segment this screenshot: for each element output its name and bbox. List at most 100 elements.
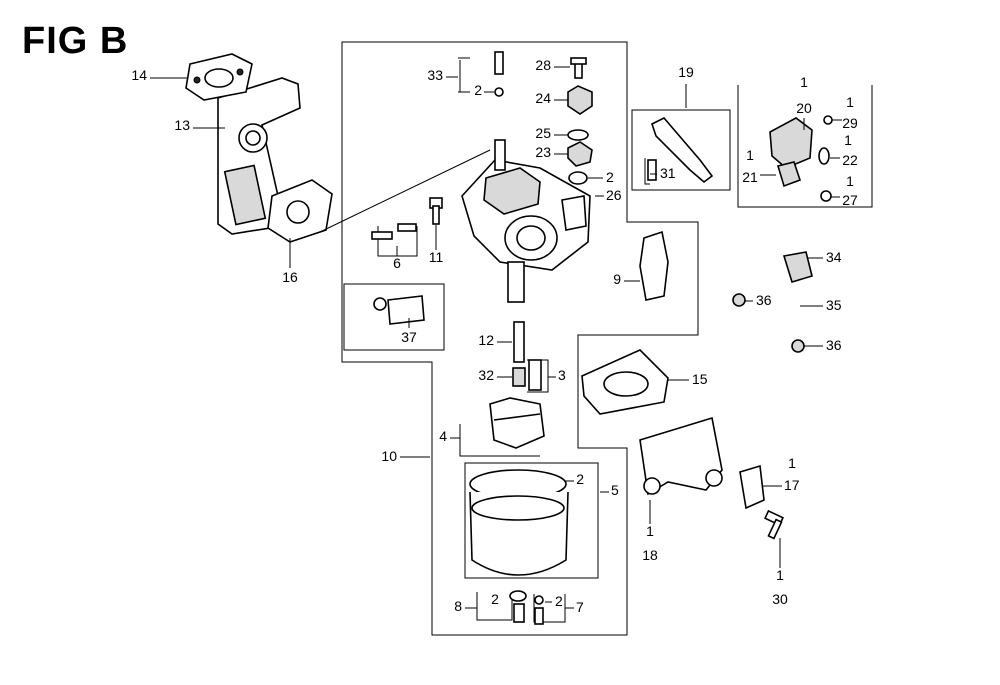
callout-c1b: 1 bbox=[846, 94, 854, 110]
screw-7 bbox=[534, 595, 544, 625]
jet-32 bbox=[512, 367, 526, 387]
figure-title: FIG B bbox=[22, 20, 129, 62]
callout-c9: 9 bbox=[613, 271, 621, 287]
callout-c37: 37 bbox=[401, 329, 417, 345]
o-ring-2 bbox=[568, 171, 588, 185]
throttle-lever-19 bbox=[651, 117, 714, 184]
bowl-box-5 bbox=[464, 462, 599, 579]
screw-3 bbox=[528, 359, 542, 391]
callout-c11: 11 bbox=[429, 249, 444, 265]
spring-25 bbox=[567, 129, 589, 141]
callout-c36a: 36 bbox=[756, 292, 772, 308]
callout-c7: 7 bbox=[576, 599, 584, 615]
callout-c23: 23 bbox=[535, 144, 551, 160]
callout-c20: 20 bbox=[796, 100, 812, 116]
bracket-8 bbox=[476, 592, 513, 621]
callout-c33: 33 bbox=[427, 67, 443, 83]
bracket-hole-inner bbox=[245, 130, 261, 146]
bracket-4 bbox=[459, 424, 540, 457]
clip-37 bbox=[373, 295, 425, 325]
spring-21 bbox=[776, 161, 802, 188]
callout-c8: 8 bbox=[454, 598, 462, 614]
callout-c29: 29 bbox=[842, 115, 858, 131]
callout-c2a: 2 bbox=[474, 82, 482, 98]
carburetor-group-outline bbox=[341, 41, 699, 636]
diaphragm-24 bbox=[567, 85, 593, 115]
callout-c17: 17 bbox=[784, 477, 800, 493]
lever-box-19 bbox=[631, 109, 731, 191]
callout-c12: 12 bbox=[478, 332, 494, 348]
gasket-opening bbox=[204, 68, 234, 88]
screw-31 bbox=[647, 159, 657, 181]
callout-c15a: 15 bbox=[692, 371, 708, 387]
callout-c14: 14 bbox=[131, 67, 147, 83]
callout-c1a: 1 bbox=[800, 74, 808, 90]
callout-c2c: 2 bbox=[576, 471, 584, 487]
choke-box bbox=[737, 85, 873, 208]
float-bowl-5 bbox=[469, 469, 569, 576]
carburetor-body bbox=[461, 139, 591, 303]
callout-c16a: 16 bbox=[282, 269, 298, 285]
callout-c3: 3 bbox=[558, 367, 566, 383]
spring-22 bbox=[818, 147, 830, 165]
float-4 bbox=[489, 397, 545, 449]
callout-c22: 22 bbox=[842, 152, 858, 168]
fastener-33 bbox=[494, 51, 504, 97]
callout-c13: 13 bbox=[174, 117, 190, 133]
choke-lever-20 bbox=[769, 117, 813, 169]
bracket-18 bbox=[639, 416, 723, 496]
clamp-17 bbox=[739, 464, 765, 510]
assembly-line bbox=[319, 149, 491, 233]
callout-c2d: 2 bbox=[491, 591, 499, 607]
callout-c1d: 1 bbox=[746, 147, 754, 163]
callout-c5: 5 bbox=[611, 482, 619, 498]
bracket-31 bbox=[644, 158, 650, 185]
fuel-hose-35-inner bbox=[734, 250, 803, 319]
callout-c2e: 2 bbox=[555, 593, 563, 609]
callout-c24: 24 bbox=[535, 90, 551, 106]
callout-c10: 10 bbox=[381, 448, 397, 464]
callout-c34: 34 bbox=[826, 249, 842, 265]
screw-set-6 bbox=[371, 223, 417, 240]
part-9 bbox=[639, 230, 669, 301]
drain-screw-8 bbox=[509, 590, 527, 623]
callout-c26: 26 bbox=[606, 187, 622, 203]
callout-c21: 21 bbox=[742, 169, 758, 185]
screw-29 bbox=[823, 115, 833, 125]
callout-c1f: 1 bbox=[788, 455, 796, 471]
callout-c28: 28 bbox=[535, 57, 551, 73]
carburetor-body-bracket bbox=[458, 57, 470, 93]
callout-c30: 30 bbox=[772, 591, 788, 607]
bracket-slot bbox=[223, 164, 267, 226]
gasket-bolt-hole bbox=[236, 68, 244, 76]
main-jet-12 bbox=[513, 321, 525, 363]
callout-c18: 18 bbox=[642, 547, 658, 563]
callout-c19: 19 bbox=[678, 64, 694, 80]
bolt-30 bbox=[763, 509, 785, 540]
cover-23 bbox=[567, 141, 593, 167]
sub-box-37 bbox=[343, 283, 445, 351]
callout-c1c: 1 bbox=[844, 132, 852, 148]
callout-c1h: 1 bbox=[776, 567, 784, 583]
callout-c2b: 2 bbox=[606, 169, 614, 185]
callout-c1g: 1 bbox=[646, 523, 654, 539]
callout-c4: 4 bbox=[439, 428, 447, 444]
gasket-bolt-hole bbox=[193, 76, 201, 84]
screw-11 bbox=[429, 197, 443, 225]
callout-c32: 32 bbox=[478, 367, 494, 383]
screw-28 bbox=[570, 57, 587, 79]
gasket-16-opening bbox=[286, 200, 310, 224]
callout-c36b: 36 bbox=[826, 337, 842, 353]
callout-c27: 27 bbox=[842, 192, 858, 208]
callout-c6: 6 bbox=[393, 255, 401, 271]
callout-c1e: 1 bbox=[846, 173, 854, 189]
gasket-15 bbox=[581, 349, 669, 415]
callout-c31: 31 bbox=[660, 165, 676, 181]
washer-27 bbox=[820, 190, 832, 202]
hose-34 bbox=[782, 251, 813, 283]
clip-36 bbox=[791, 339, 805, 353]
callout-c35: 35 bbox=[826, 297, 842, 313]
